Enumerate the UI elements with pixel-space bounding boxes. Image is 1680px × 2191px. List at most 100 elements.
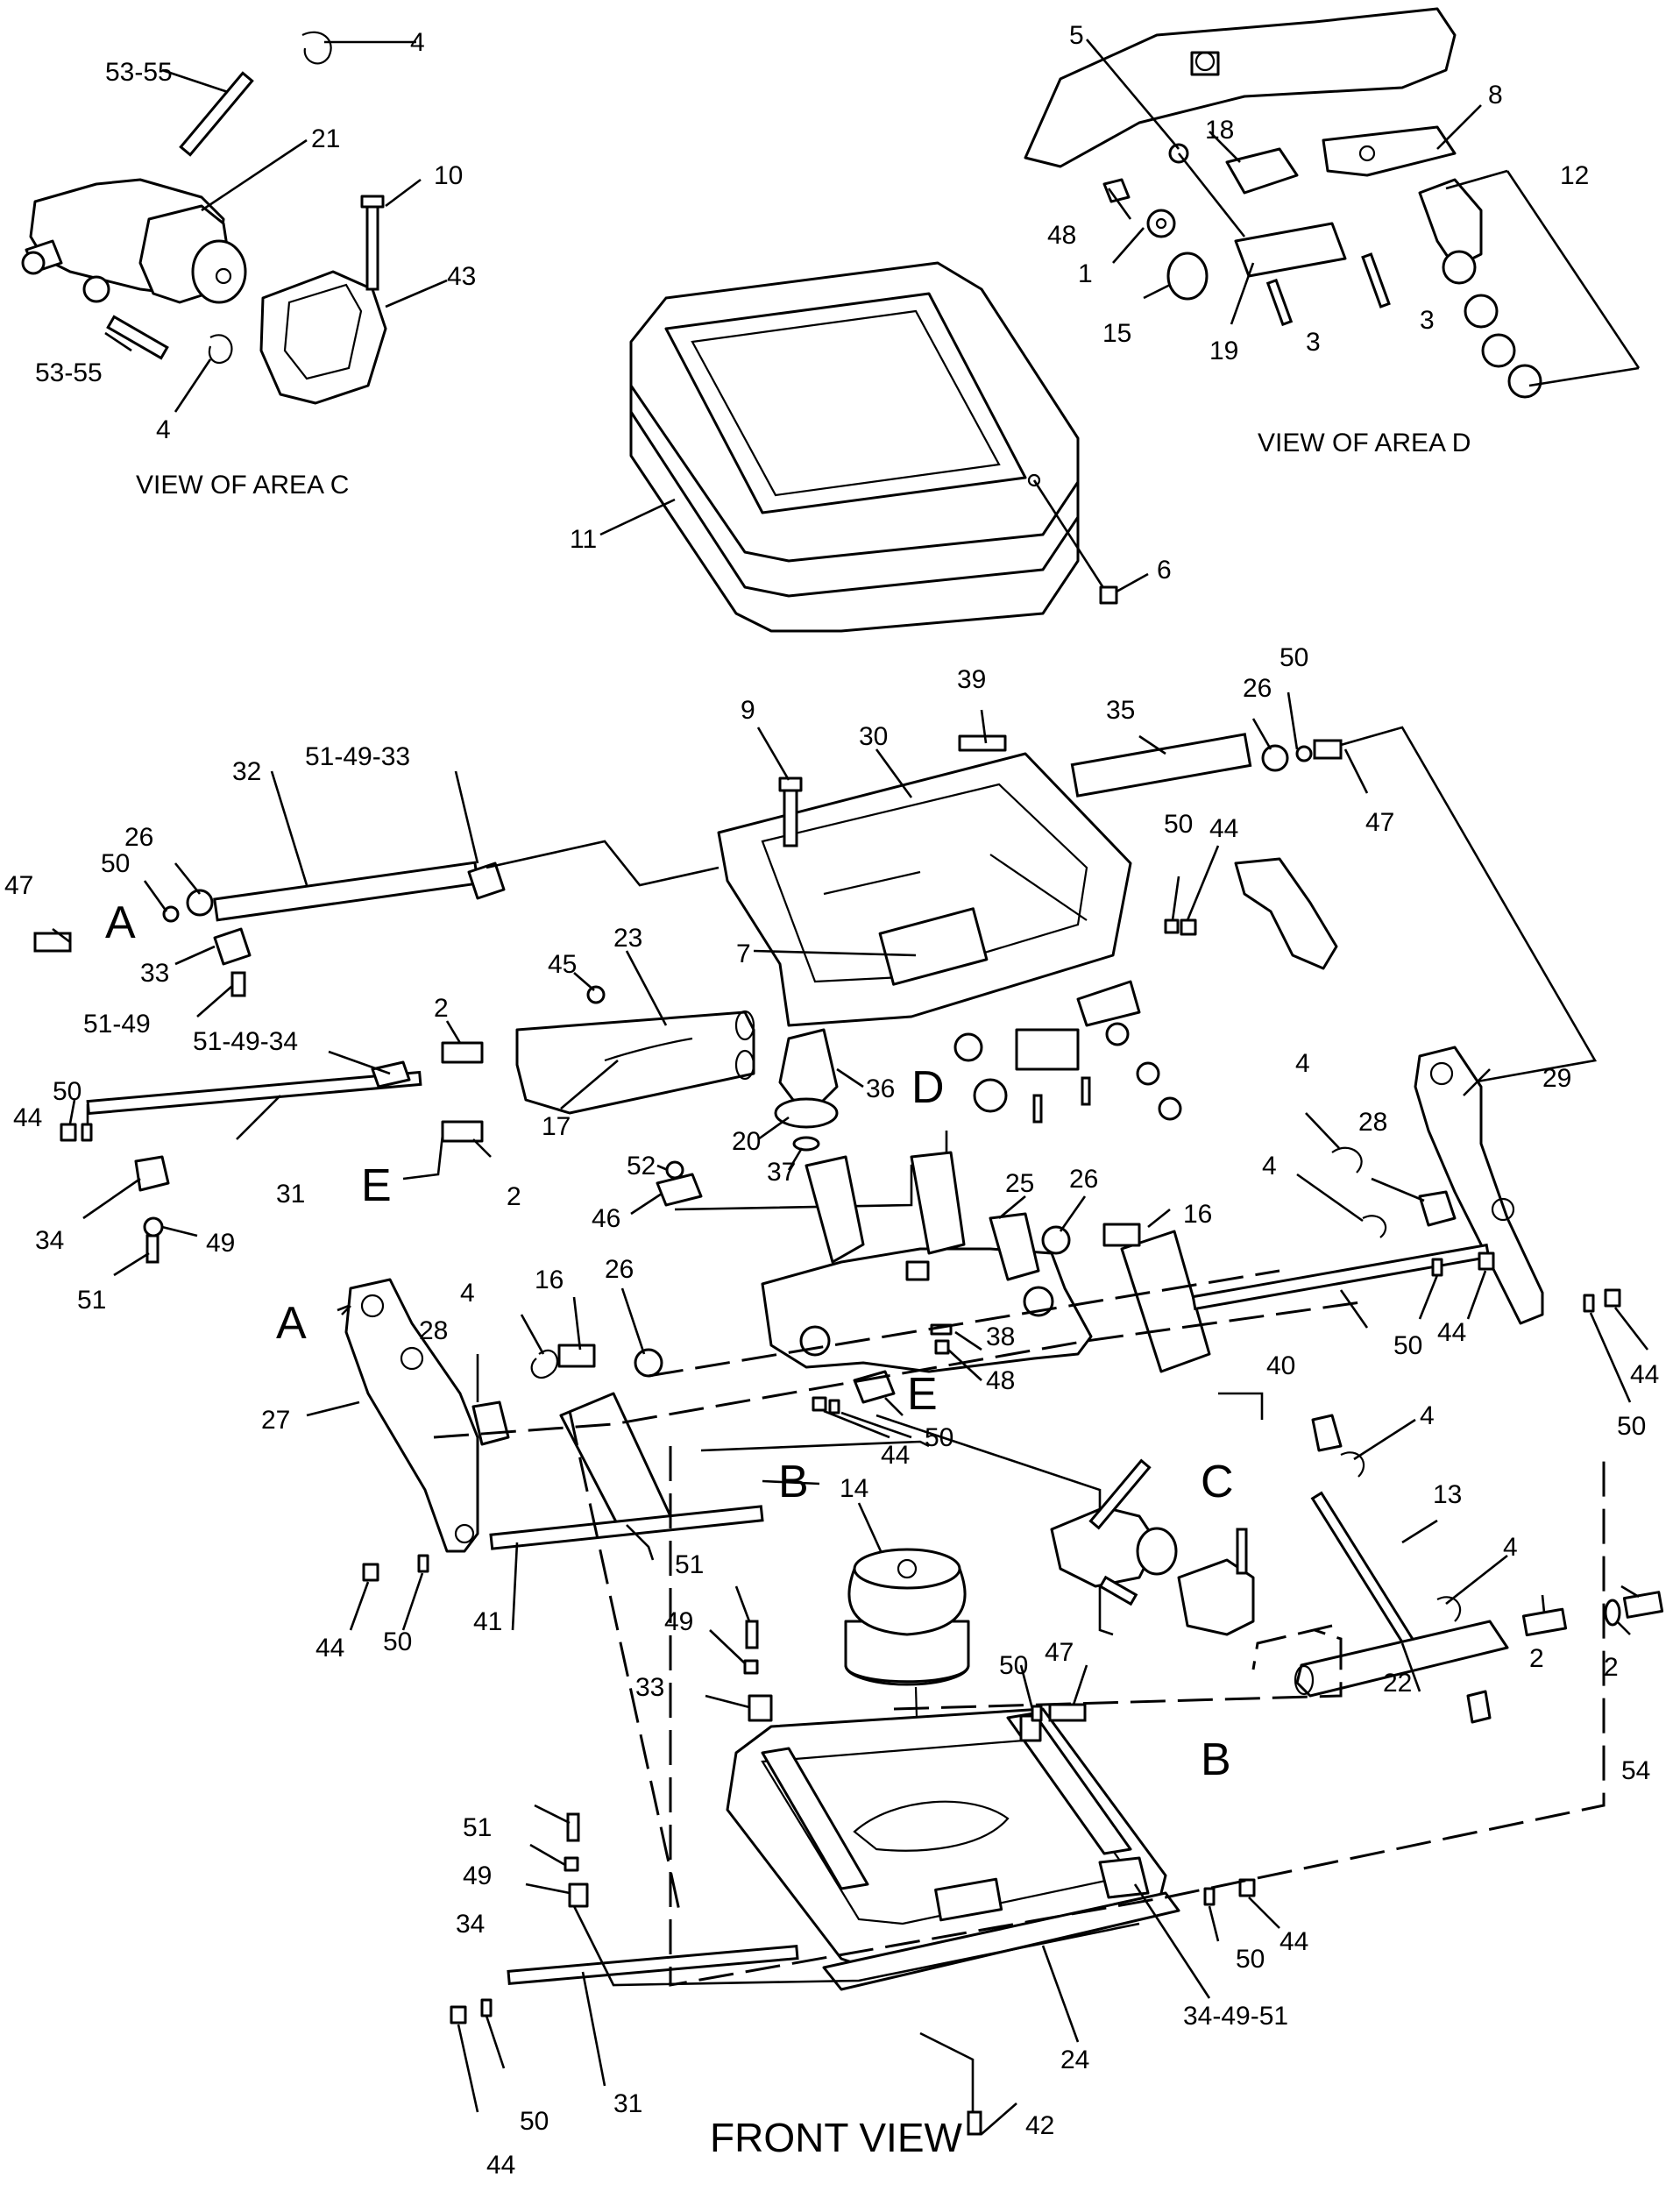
- callout-46: 46: [592, 1204, 620, 1233]
- clip-34-left: [134, 1155, 170, 1192]
- callout-4-13b: 4: [1503, 1533, 1518, 1562]
- area-letter-e-mid: E: [907, 1369, 938, 1420]
- bracket-8-hole: [1358, 145, 1376, 162]
- pivot-assembly-left: [60, 950, 755, 1277]
- bolt-42: [967, 2110, 982, 2136]
- cylinder-16-right-rod: [1102, 1223, 1141, 1247]
- cable-53-55-top: [179, 71, 254, 157]
- callout-34-49-51: 34-49-51: [1183, 2002, 1288, 2031]
- callout-51-bot: 51: [463, 1813, 492, 1842]
- valve-fitting: [21, 251, 46, 275]
- bolt-51-left: [145, 1234, 159, 1264]
- center-upper-parts: [630, 980, 1182, 1216]
- callout-50-left2: 50: [53, 1077, 82, 1106]
- callout-d-48: 48: [1047, 221, 1076, 250]
- nut-48: [1102, 178, 1131, 203]
- callout-4-top: 4: [410, 28, 425, 57]
- callout-47-left: 47: [4, 871, 33, 900]
- switch-12-lockwasher: [1464, 294, 1499, 329]
- upper-plate-rail-right: [989, 854, 1088, 921]
- d-area-washer: [953, 1032, 983, 1062]
- bellows-11: [599, 261, 1149, 633]
- washer-1: [1146, 209, 1176, 238]
- callout-34-bot: 34: [456, 1910, 485, 1939]
- spring-3b: [1361, 252, 1391, 308]
- area-letter-c: C: [1201, 1457, 1234, 1507]
- cotter-pin-4-bottom: [208, 334, 233, 365]
- switch-12-nut: [1481, 333, 1516, 368]
- air-spring-14: [844, 1502, 970, 1780]
- callout-35: 35: [1106, 696, 1135, 725]
- bellows-frame-inner: [691, 309, 1001, 497]
- clip-33-left: [213, 927, 252, 966]
- callout-44-bl: 44: [315, 1634, 344, 1663]
- callout-45: 45: [548, 950, 577, 979]
- bolt-47-b: [1048, 1703, 1087, 1722]
- callout-31-bot: 31: [613, 2089, 642, 2118]
- nut-44-br: [1238, 1878, 1256, 1897]
- d-area-knob: [973, 1078, 1008, 1113]
- rod-31-top: [86, 1070, 422, 1116]
- nut-44-bl: [362, 1563, 379, 1582]
- rod-41: [489, 1505, 764, 1550]
- screw-6: [1099, 585, 1118, 605]
- callout-4-left: 4: [460, 1279, 475, 1308]
- base-plate-window: [934, 1877, 1003, 1922]
- callout-d-1: 1: [1078, 259, 1093, 288]
- bushing-2-b2: [1622, 1591, 1664, 1619]
- callout-41: 41: [473, 1607, 502, 1636]
- washer-50-left: [162, 905, 180, 923]
- washer-50-top: [1295, 745, 1313, 762]
- bolt-51-mid: [745, 1620, 759, 1649]
- callout-33-left: 33: [140, 959, 169, 988]
- area-letter-e-left: E: [361, 1160, 392, 1211]
- spring-3a: [1265, 278, 1294, 327]
- upper-plate-30: [717, 752, 1132, 1027]
- washer-54: [1604, 1599, 1621, 1627]
- callout-4-mid: 4: [1262, 1152, 1277, 1181]
- callout-26-top: 26: [1243, 674, 1272, 703]
- callout-36: 36: [866, 1074, 895, 1103]
- d-area-nut-a: [1136, 1061, 1160, 1086]
- callout-44-left: 44: [13, 1103, 42, 1132]
- motor-cover-43: [259, 270, 387, 405]
- area-letter-d: D: [911, 1062, 945, 1113]
- motor-c-cable: [1088, 1458, 1152, 1530]
- callout-49-mid: 49: [664, 1607, 693, 1636]
- cotter-pin-4-left: [530, 1349, 558, 1379]
- handle-19: [1234, 222, 1347, 278]
- bushing-28-right: [1418, 1190, 1457, 1227]
- callout-51-49-33: 51-49-33: [305, 742, 410, 771]
- nut-44-far: [1604, 1288, 1621, 1308]
- area-c-detail: [21, 31, 448, 413]
- bolt-9-head: [778, 776, 803, 792]
- callout-51-49-34: 51-49-34: [193, 1027, 298, 1056]
- callout-32: 32: [232, 757, 261, 786]
- bolt-10-head: [360, 195, 385, 209]
- callout-29: 29: [1542, 1064, 1571, 1093]
- callout-50-r40: 50: [1393, 1331, 1422, 1360]
- callout-4-right: 4: [1295, 1049, 1310, 1078]
- callout-53-55-top: 53-55: [105, 58, 173, 87]
- callout-d-19: 19: [1209, 337, 1238, 365]
- carriage-arm-mid: [910, 1151, 966, 1255]
- spring-17: [604, 1037, 693, 1062]
- d-area-nut-b: [1158, 1096, 1182, 1121]
- mount-20: [774, 1097, 839, 1129]
- nut-44-e: [812, 1396, 827, 1412]
- washer-26-left2: [634, 1348, 663, 1378]
- clip-33-mid: [748, 1694, 773, 1722]
- callout-30: 30: [859, 722, 888, 751]
- callout-52: 52: [627, 1152, 656, 1181]
- washer-50-br: [1203, 1887, 1216, 1906]
- latch-18: [1225, 147, 1299, 195]
- air-spring-top-fitting: [897, 1558, 918, 1579]
- callout-7: 7: [736, 940, 751, 968]
- motor-c-bolt: [1236, 1528, 1248, 1575]
- washer-50-bl: [417, 1554, 429, 1573]
- caption-front-view: FRONT VIEW: [710, 2115, 963, 2160]
- callout-27: 27: [261, 1406, 290, 1435]
- washer-50-left2: [81, 1123, 93, 1142]
- callout-25: 25: [1005, 1169, 1034, 1198]
- washer-1-hole: [1155, 217, 1167, 230]
